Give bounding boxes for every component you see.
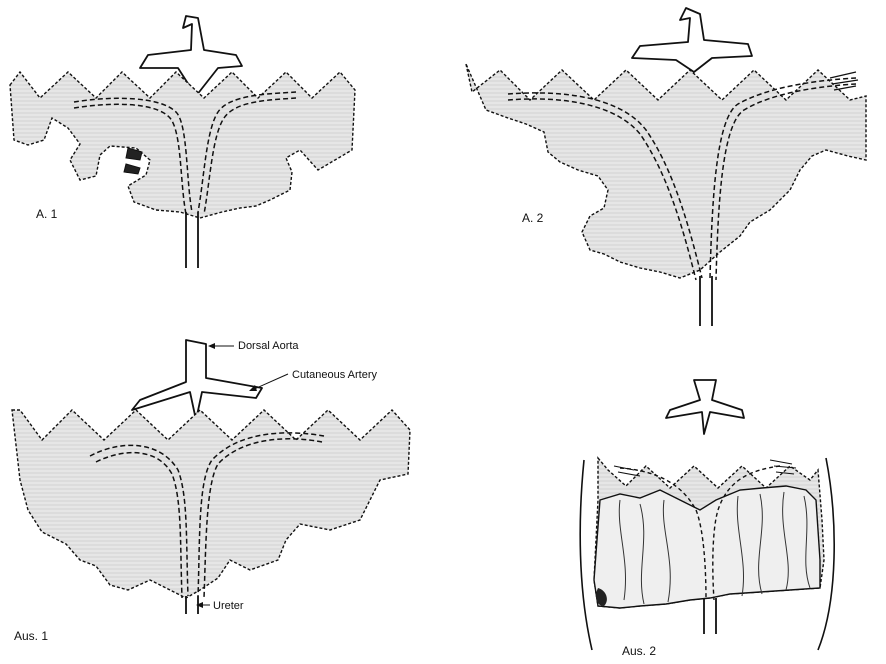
aorta-aus2	[666, 380, 744, 434]
branch-tip-left-aus2	[614, 466, 640, 476]
tissue-lobe-aus1	[12, 410, 410, 598]
tissue-lobe-a2	[466, 64, 866, 278]
ureter-a1	[186, 212, 198, 268]
outer-boundary-left-aus2	[580, 460, 592, 650]
aorta-a2	[632, 8, 752, 72]
panel-a1: A. 1	[10, 16, 355, 268]
panel-a2: A. 2	[466, 8, 866, 326]
arrowhead-dorsal-aorta	[208, 343, 215, 349]
label-dorsal-aorta: Dorsal Aorta	[238, 340, 299, 352]
panel-aus1: Dorsal Aorta Cutaneous Artery Ureter Aus…	[12, 340, 410, 643]
panel-label-aus2: Aus. 2	[622, 644, 656, 658]
arrowhead-ureter	[196, 602, 203, 608]
panel-aus2: Aus. 2	[580, 380, 834, 658]
tissue-lobe-a1	[10, 72, 355, 218]
ureter-aus2	[704, 598, 716, 634]
aorta-aus1	[132, 340, 262, 420]
panel-label-aus1: Aus. 1	[14, 629, 48, 643]
panel-label-a2: A. 2	[522, 211, 544, 225]
dark-inclusion-a1	[124, 148, 142, 174]
panel-label-a1: A. 1	[36, 207, 58, 221]
leader-cutaneous-artery	[252, 374, 288, 390]
label-ureter: Ureter	[213, 600, 244, 612]
ureter-a2	[700, 276, 712, 326]
label-cutaneous-artery: Cutaneous Artery	[292, 369, 377, 381]
